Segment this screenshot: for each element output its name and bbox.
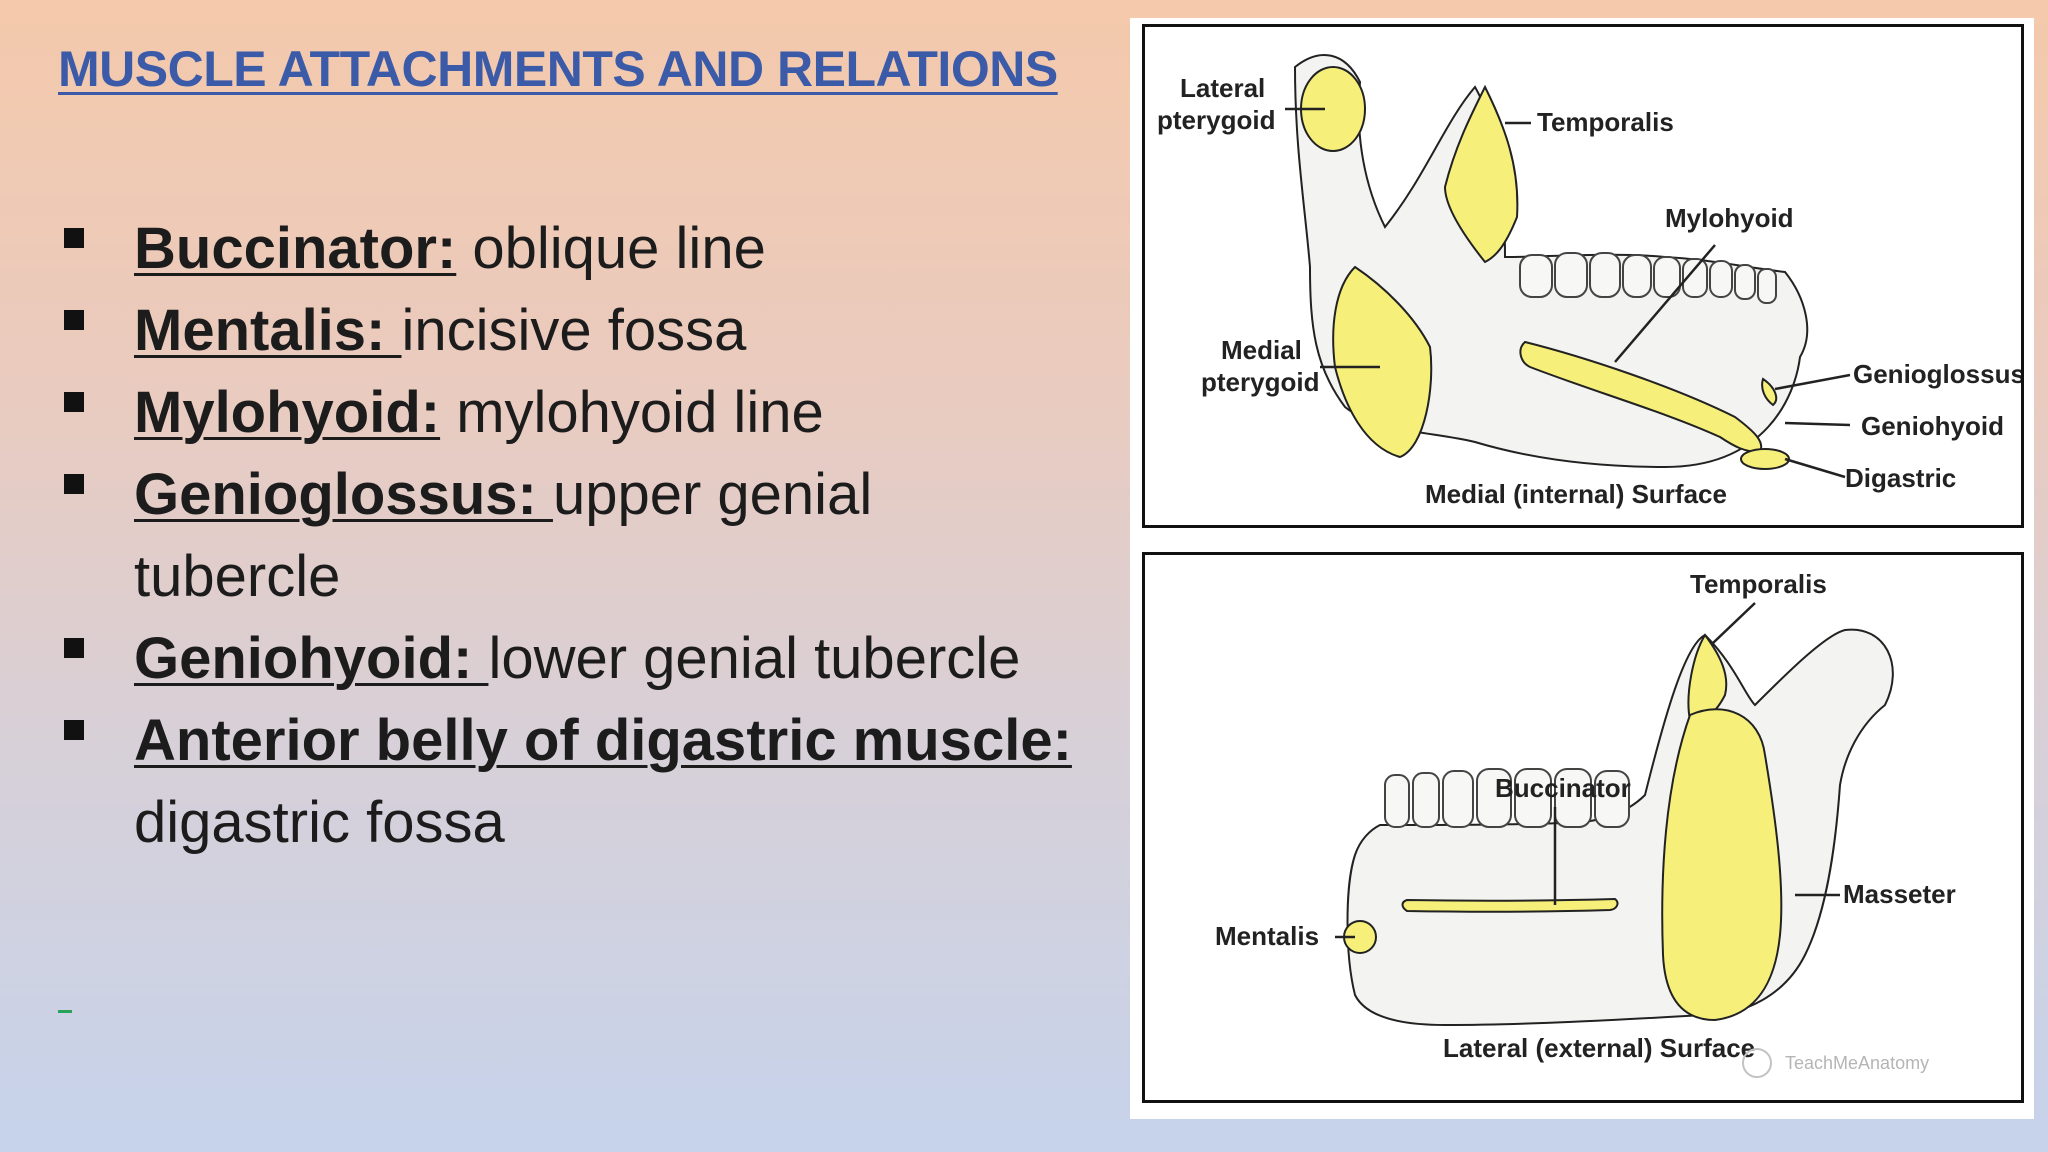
attachment-text: digastric fossa [134,790,505,855]
mandible-figure: Lateral pterygoid Temporalis Mylohyoid M… [1130,18,2034,1119]
square-bullet-icon [64,638,84,658]
attachment-text: mylohyoid line [440,380,824,445]
medial-surface-panel: Lateral pterygoid Temporalis Mylohyoid M… [1142,24,2024,528]
square-bullet-icon [64,720,84,740]
green-dash-mark [58,1010,72,1013]
teeth-row-medial [1519,252,1777,304]
square-bullet-icon [64,474,84,494]
square-bullet-icon [64,392,84,412]
label-lateral-pterygoid: Lateral [1180,73,1265,103]
muscle-term: Genioglossus: [134,462,553,527]
muscle-term: Mentalis: [134,298,402,363]
teeth-row-lateral [1384,768,1630,828]
attachment-text: oblique line [456,216,766,281]
list-item: Anterior belly of digastric muscle: diga… [60,700,1090,864]
list-item: Genioglossus: upper genial tubercle [60,454,1090,618]
muscle-term: Anterior belly of digastric muscle: [134,708,1072,773]
label-masseter: Masseter [1843,879,1956,909]
copyright-icon [1742,1048,1772,1078]
list-item: Buccinator: oblique line [60,208,1090,290]
square-bullet-icon [64,310,84,330]
label-mylohyoid: Mylohyoid [1665,203,1794,233]
label-lateral-pterygoid-2: pterygoid [1157,105,1275,135]
label-genioglossus: Genioglossus [1853,359,2021,389]
label-digastric: Digastric [1845,463,1956,493]
label-geniohyoid: Geniohyoid [1861,411,2004,441]
lateral-surface-panel: Temporalis Buccinator Masseter Mentalis … [1142,552,2024,1103]
muscle-term: Mylohyoid: [134,380,441,445]
label-mentalis: Mentalis [1215,921,1319,951]
medial-mandible-illustration: Lateral pterygoid Temporalis Mylohyoid M… [1157,54,2021,509]
label-medial-pterygoid: Medial [1221,335,1302,365]
muscle-term: Geniohyoid: [134,626,489,691]
label-buccinator: Buccinator [1495,773,1631,803]
leader-lines-lateral [1335,602,1840,939]
label-temporalis-medial: Temporalis [1537,107,1674,137]
slide-title: MUSCLE ATTACHMENTS AND RELATIONS [58,41,1058,97]
lateral-surface-caption: Lateral (external) Surface [1443,1033,1755,1063]
list-item: Mylohyoid: mylohyoid line [60,372,1090,454]
list-item: Geniohyoid: lower genial tubercle [60,618,1090,700]
list-item: Mentalis: incisive fossa [60,290,1090,372]
label-medial-pterygoid-2: pterygoid [1201,367,1319,397]
muscle-attachments-lateral [1343,633,1783,1022]
attachment-text: lower genial tubercle [488,626,1021,691]
attachment-list: Buccinator: oblique line Mentalis: incis… [60,208,1090,864]
watermark-text: TeachMeAnatomy [1785,1053,1929,1073]
label-temporalis-lateral: Temporalis [1690,569,1827,599]
medial-surface-caption: Medial (internal) Surface [1425,479,1727,509]
leader-lines-medial [1285,107,1851,479]
attachment-text: upper genial tubercle [134,462,873,609]
attachment-text: incisive fossa [401,298,747,363]
lateral-mandible-illustration: Temporalis Buccinator Masseter Mentalis … [1215,569,1956,1078]
square-bullet-icon [64,228,84,248]
muscle-attachments-medial [1300,66,1790,470]
muscle-term: Buccinator: [134,216,457,281]
